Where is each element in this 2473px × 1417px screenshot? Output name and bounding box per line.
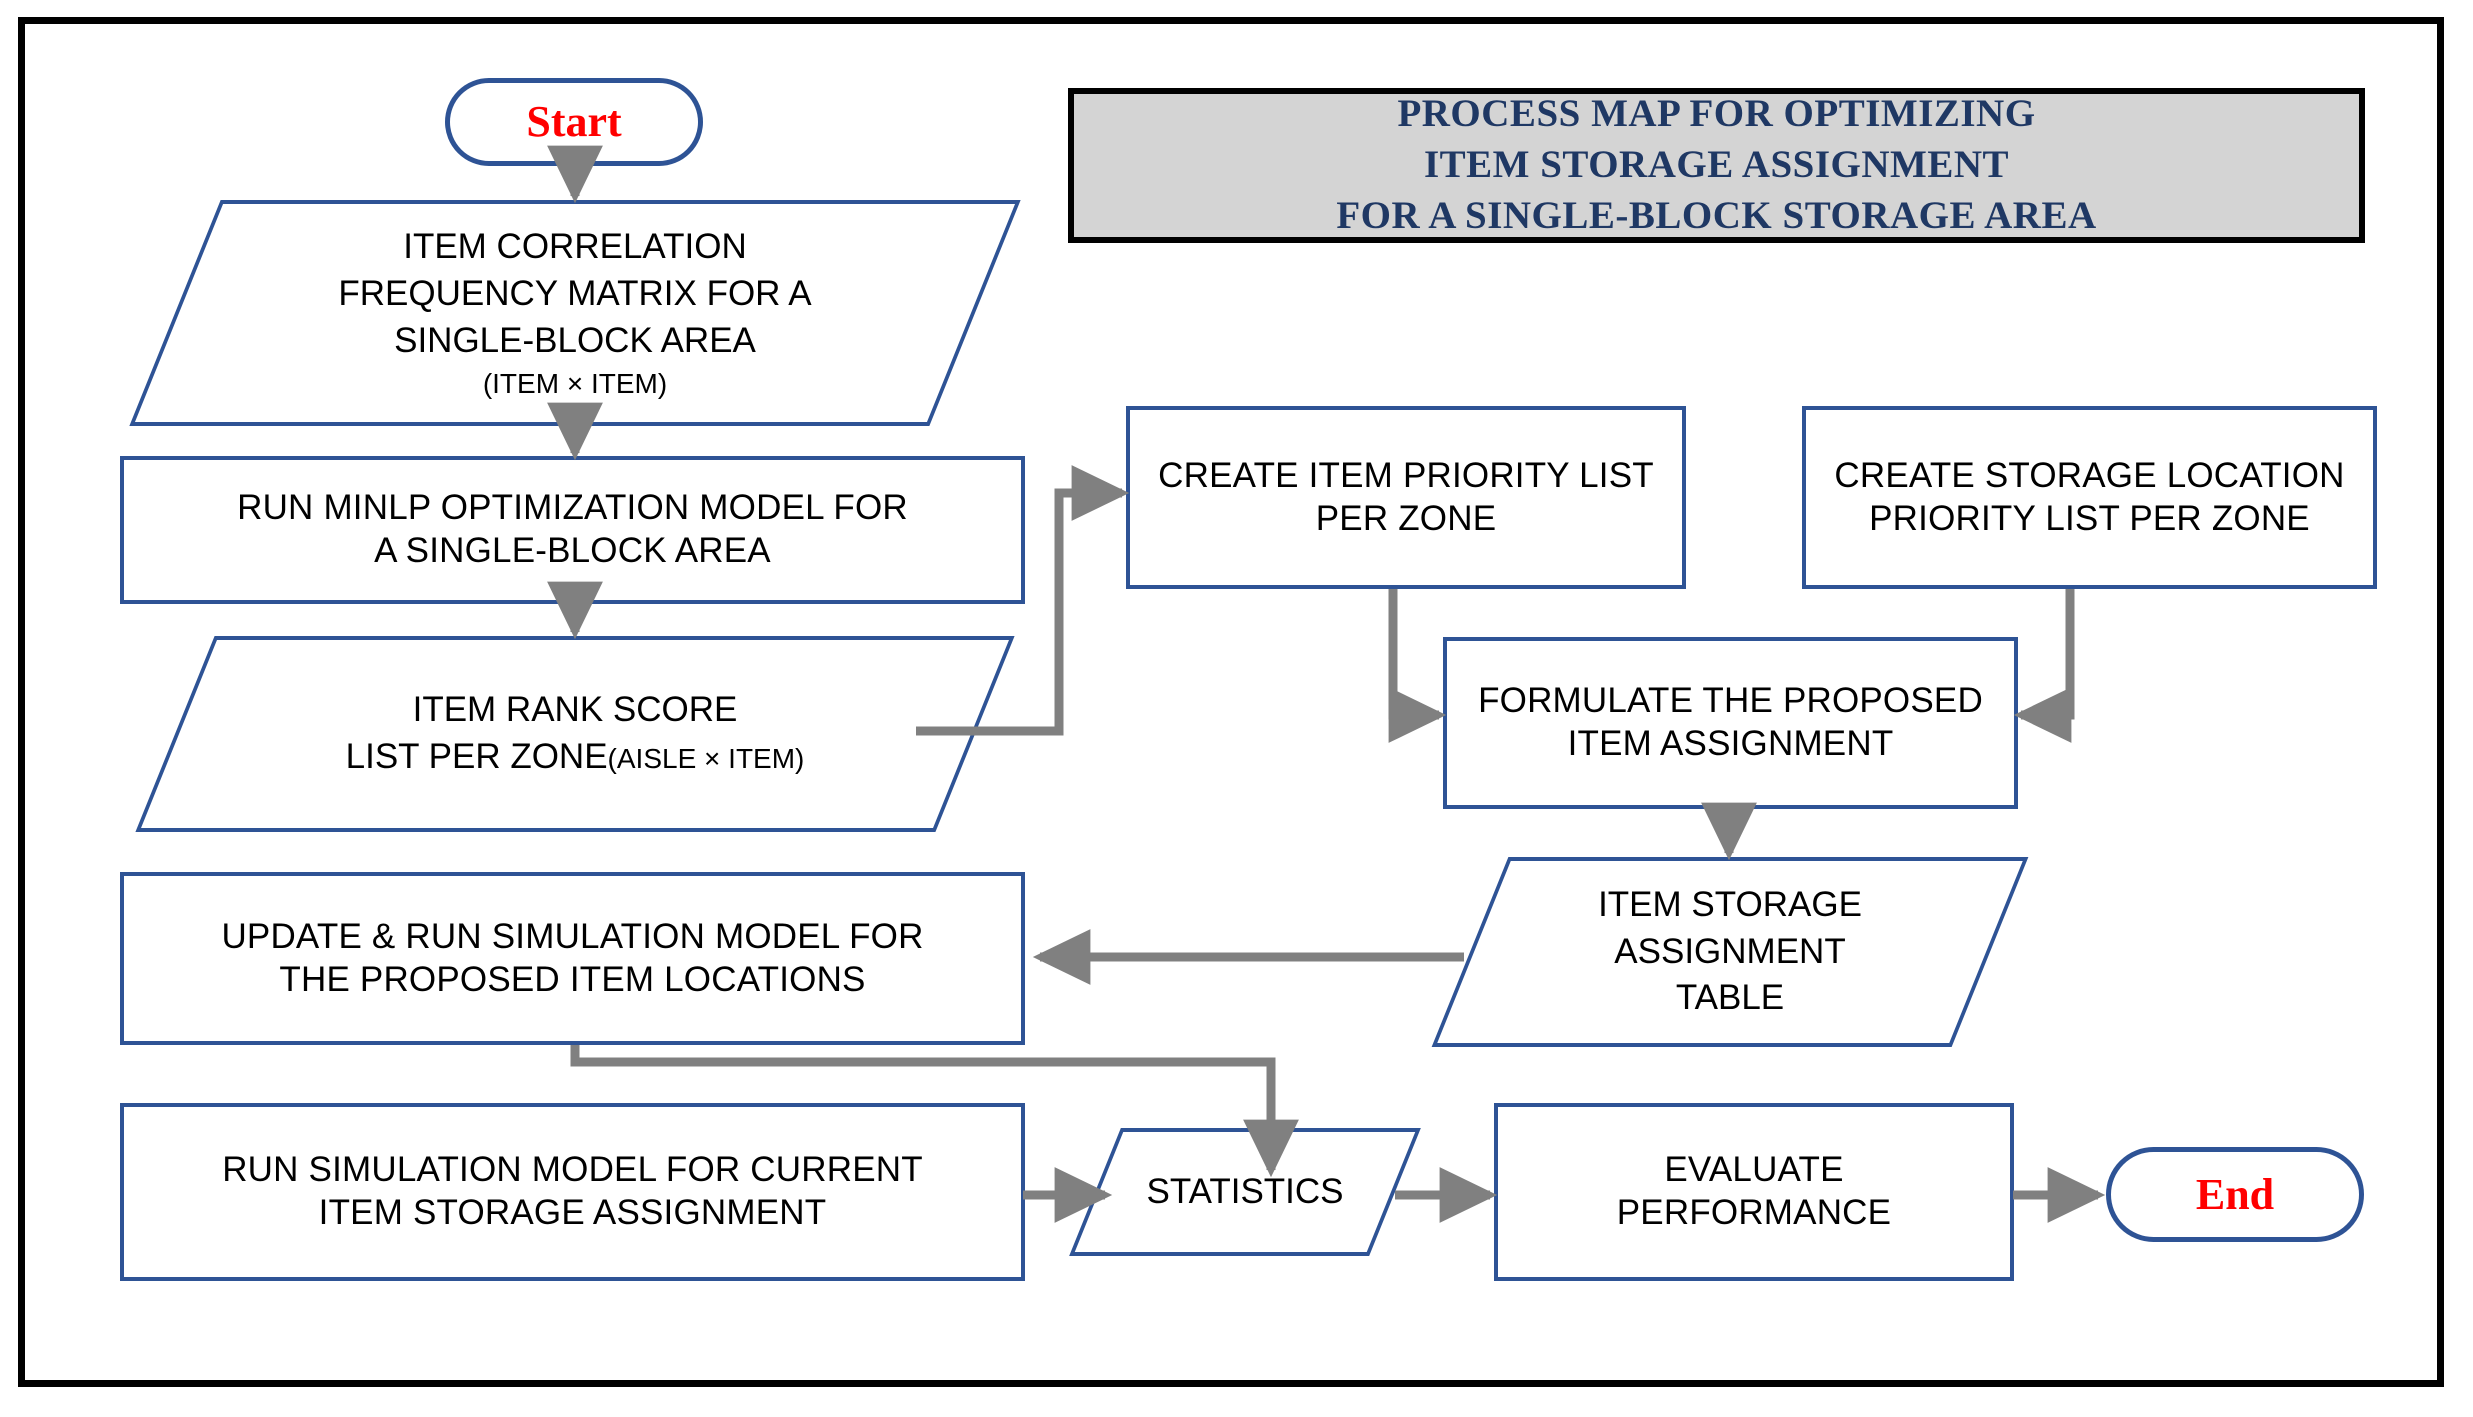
label-line-2-row: LIST PER ZONE(AISLE × ITEM) (346, 734, 805, 781)
label-line-3: SINGLE-BLOCK AREA (394, 320, 756, 360)
label-line-1: RUN SIMULATION MODEL FOR CURRENT (222, 1150, 923, 1190)
label-line-2: ITEM ASSIGNMENT (1567, 724, 1894, 763)
label-line-2: A SINGLE-BLOCK AREA (374, 531, 771, 570)
node-item-rank-score[interactable]: ITEM RANK SCORE LIST PER ZONE(AISLE × IT… (135, 636, 1015, 832)
node-start-label: Start (526, 97, 622, 147)
label-line-2: PERFORMANCE (1616, 1193, 1892, 1232)
process-map-title: PROCESS MAP FOR OPTIMIZING ITEM STORAGE … (1068, 88, 2365, 243)
label-line-1: CREATE STORAGE LOCATION (1834, 455, 2345, 495)
node-run-simulation-current[interactable]: RUN SIMULATION MODEL FOR CURRENT ITEM ST… (120, 1103, 1025, 1281)
label-line-2: FREQUENCY MATRIX FOR A (338, 273, 812, 313)
node-item-correlation-matrix[interactable]: ITEM CORRELATION FREQUENCY MATRIX FOR A … (129, 200, 1021, 426)
label-line-1: RUN MINLP OPTIMIZATION MODEL FOR (237, 488, 908, 528)
label-line-2: ASSIGNMENT (1614, 931, 1846, 971)
label-line-1: ITEM RANK SCORE (412, 690, 738, 730)
label-line-2: PER ZONE (1315, 498, 1497, 538)
label-line-1: CREATE ITEM PRIORITY LIST (1158, 455, 1654, 495)
label-line-1: FORMULATE THE PROPOSED (1478, 681, 1983, 721)
node-create-item-priority-list[interactable]: CREATE ITEM PRIORITY LIST PER ZONE (1126, 406, 1686, 589)
title-line-2: ITEM STORAGE ASSIGNMENT (1423, 143, 2010, 187)
node-end-label: End (2195, 1169, 2275, 1219)
label-line-1: STATISTICS (1146, 1171, 1344, 1211)
label-line-1: EVALUATE (1664, 1150, 1844, 1190)
label-line-1: ITEM CORRELATION (403, 226, 747, 266)
label-line-1: UPDATE & RUN SIMULATION MODEL FOR (221, 916, 924, 956)
node-item-correlation-matrix-label: ITEM CORRELATION FREQUENCY MATRIX FOR A … (175, 200, 975, 426)
node-item-rank-score-label: ITEM RANK SCORE LIST PER ZONE(AISLE × IT… (175, 636, 975, 832)
label-line-2: THE PROPOSED ITEM LOCATIONS (279, 959, 866, 999)
label-line-2: ITEM STORAGE ASSIGNMENT (318, 1193, 827, 1232)
label-line-2: PRIORITY LIST PER ZONE (1869, 498, 2310, 538)
node-formulate-item-assignment[interactable]: FORMULATE THE PROPOSED ITEM ASSIGNMENT (1443, 637, 2018, 809)
node-end[interactable]: End (2106, 1147, 2364, 1242)
node-item-storage-assignment-table[interactable]: ITEM STORAGE ASSIGNMENT TABLE (1431, 857, 2029, 1047)
node-run-minlp[interactable]: RUN MINLP OPTIMIZATION MODEL FOR A SINGL… (120, 456, 1025, 604)
title-line-3: FOR A SINGLE-BLOCK STORAGE AREA (1336, 193, 2097, 237)
label-line-2: LIST PER ZONE (345, 737, 608, 776)
node-evaluate-performance[interactable]: EVALUATE PERFORMANCE (1494, 1103, 2014, 1281)
node-statistics-label: STATISTICS (1095, 1128, 1395, 1256)
node-create-storage-location-priority-list[interactable]: CREATE STORAGE LOCATION PRIORITY LIST PE… (1802, 406, 2377, 589)
label-line-1: ITEM STORAGE (1598, 884, 1862, 924)
node-item-storage-assignment-table-label: ITEM STORAGE ASSIGNMENT TABLE (1470, 857, 1990, 1047)
title-line-1: PROCESS MAP FOR OPTIMIZING (1397, 92, 2036, 136)
label-line-3: TABLE (1675, 978, 1785, 1018)
node-statistics[interactable]: STATISTICS (1069, 1128, 1421, 1256)
label-line-2-sub: (AISLE × ITEM) (607, 743, 805, 774)
node-start[interactable]: Start (445, 78, 703, 166)
node-update-run-simulation[interactable]: UPDATE & RUN SIMULATION MODEL FOR THE PR… (120, 872, 1025, 1045)
label-line-4: (ITEM × ITEM) (482, 367, 668, 399)
